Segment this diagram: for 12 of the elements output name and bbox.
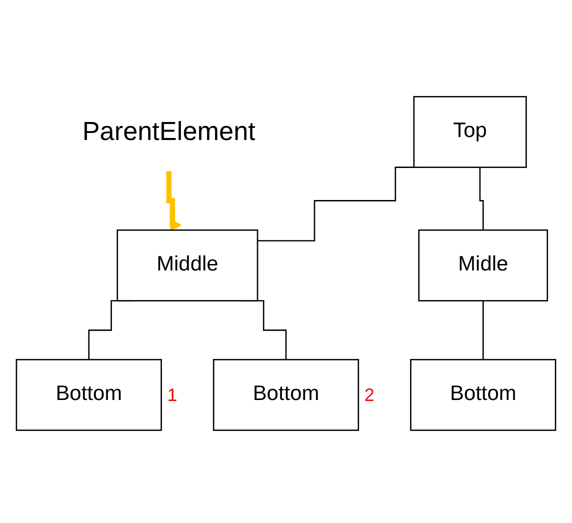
connector: [476, 166, 484, 231]
connector: [482, 300, 484, 360]
node-text: ParentElement: [82, 118, 256, 146]
node-box: Midle: [418, 229, 548, 302]
node-box: Bottom: [410, 358, 556, 431]
node-box: Middle: [116, 229, 258, 302]
node-box: Bottom: [16, 358, 162, 431]
arrow: [166, 168, 182, 231]
node-box: Bottom: [212, 358, 360, 431]
callout-number: 1: [167, 384, 178, 405]
node-box: Top: [413, 96, 527, 168]
callout-number: 2: [364, 384, 374, 405]
